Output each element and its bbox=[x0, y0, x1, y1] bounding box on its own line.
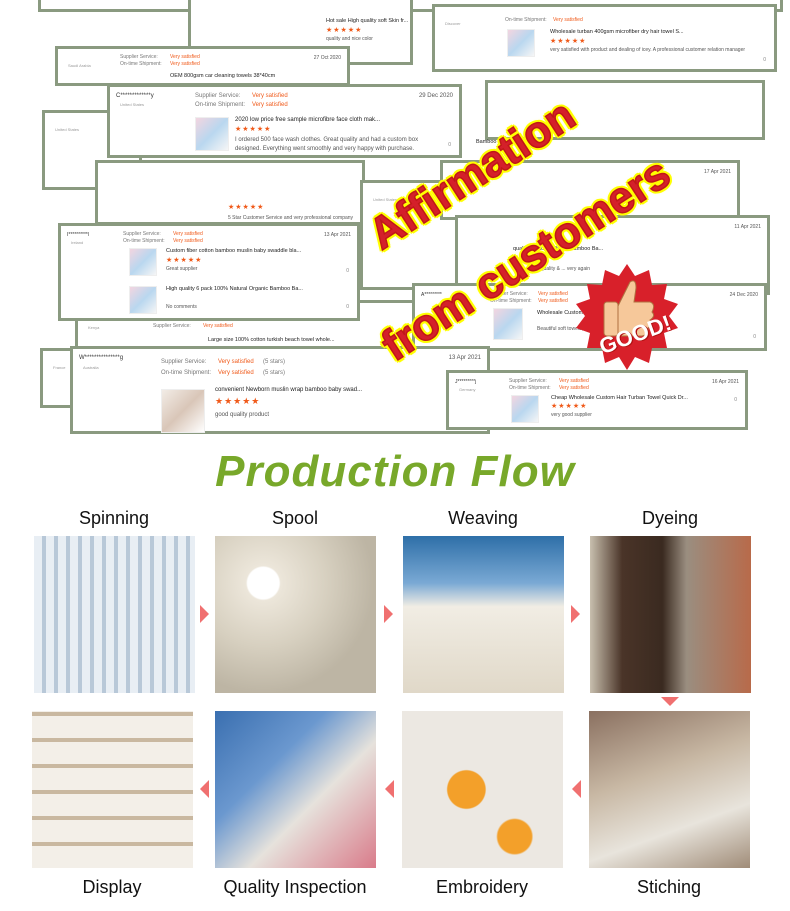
arrow-right-icon bbox=[200, 605, 209, 623]
thumbs-up-badge-icon bbox=[576, 264, 678, 370]
product-thumbnail bbox=[161, 389, 205, 433]
review-card: W***************g Australia 13 Apr 2021 … bbox=[70, 346, 490, 434]
production-flow-title: Production Flow bbox=[215, 447, 575, 496]
step-label-quality-inspection: Quality Inspection bbox=[223, 877, 367, 897]
quality-inspection-photo bbox=[215, 711, 376, 868]
review-card: Saudi Arabia 27 Oct 2020 Supplier Servic… bbox=[55, 46, 350, 86]
dyeing-photo bbox=[590, 536, 751, 693]
step-label-spool: Spool bbox=[271, 508, 319, 528]
spool-photo bbox=[215, 536, 376, 693]
step-label-display: Display bbox=[82, 877, 142, 897]
arrow-left-icon bbox=[200, 780, 209, 798]
product-thumbnail bbox=[195, 117, 229, 151]
spinning-photo bbox=[34, 536, 195, 693]
weaving-photo bbox=[403, 536, 564, 693]
review-card-bg: Bamboo ... makeup removal bbox=[476, 80, 765, 145]
step-label-weaving: Weaving bbox=[448, 508, 518, 528]
step-label-embroidery: Embroidery bbox=[435, 877, 529, 897]
step-label-dyeing: Dyeing bbox=[641, 508, 699, 528]
review-card: C*************y United States 29 Dec 202… bbox=[107, 84, 462, 158]
review-card: I**********l Ireland 13 Apr 2021 Supplie… bbox=[58, 223, 360, 321]
like-count[interactable]: 0 bbox=[448, 142, 451, 148]
review-card: Discover On-time Shipment: Very satisfie… bbox=[432, 4, 777, 72]
arrow-left-icon bbox=[572, 780, 581, 798]
arrow-right-icon bbox=[384, 605, 393, 623]
stiching-photo bbox=[589, 711, 750, 868]
arrow-right-icon bbox=[571, 605, 580, 623]
display-photo bbox=[32, 711, 193, 868]
step-label-stiching: Stiching bbox=[636, 877, 702, 897]
arrow-left-icon bbox=[385, 780, 394, 798]
review-card: J*********j Germany 16 Apr 2021 Supplier… bbox=[446, 370, 748, 430]
embroidery-photo bbox=[402, 711, 563, 868]
step-label-spinning: Spinning bbox=[78, 508, 150, 528]
customer-reviews-collage: United States Hot sale High quality soft… bbox=[0, 0, 790, 440]
like-count[interactable]: 0 bbox=[763, 57, 766, 63]
review-card-bg: ★★★★★ 5 Star Customer Service and very p… bbox=[95, 160, 365, 225]
arrow-down-icon bbox=[661, 697, 679, 706]
